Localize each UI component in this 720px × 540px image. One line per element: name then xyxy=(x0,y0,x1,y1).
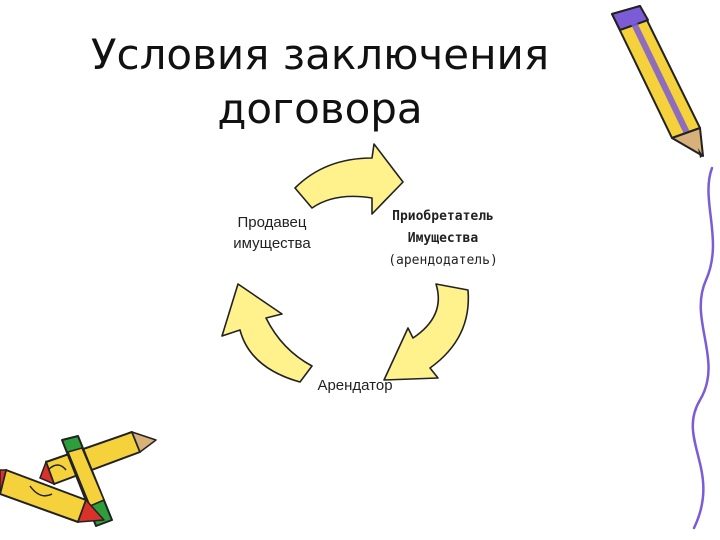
title-line-1: Условия заключения xyxy=(90,30,550,79)
decorative-line xyxy=(691,166,715,530)
pencil-icon xyxy=(611,5,704,158)
crayons-icon xyxy=(0,431,157,527)
cycle-arrow-icon xyxy=(383,283,470,381)
slide-title: Условия заключения договора xyxy=(60,28,580,136)
seller-label-line-2: имущества xyxy=(233,235,311,252)
title-line-2: договора xyxy=(217,84,423,133)
node-tenant: Арендатор xyxy=(300,376,410,396)
buyer-label-line-3: (арендодатель) xyxy=(388,253,498,268)
node-buyer: Приобретатель Имущества (арендодатель) xyxy=(368,206,518,272)
buyer-label-line-1: Приобретатель xyxy=(392,209,494,224)
cycle-arrow-icon xyxy=(221,283,313,383)
tenant-label: Арендатор xyxy=(317,377,393,394)
node-seller: Продавец имущества xyxy=(222,212,322,254)
cycle-arrow-icon xyxy=(294,143,404,215)
seller-label-line-1: Продавец xyxy=(237,214,307,231)
buyer-label-line-2: Имущества xyxy=(407,231,479,246)
